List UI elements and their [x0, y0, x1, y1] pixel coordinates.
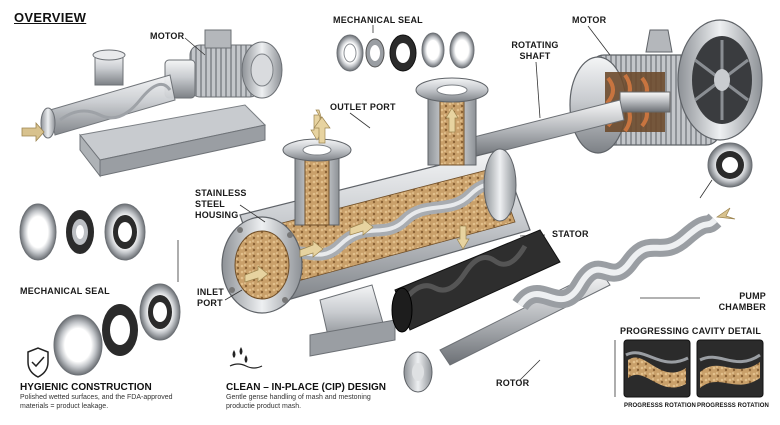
section-cip-title: CLEAN – IN-PLACE (CIP) DESIGN	[226, 382, 387, 393]
label-stainless-housing-line3: HOUSING	[195, 210, 239, 220]
stator	[391, 229, 561, 333]
pump-cutaway	[221, 77, 546, 357]
motor-right	[569, 19, 763, 154]
cavity-detail	[614, 339, 764, 398]
rotor	[403, 207, 736, 393]
section-hygienic-line2: materials = product leakage.	[20, 402, 109, 410]
section-cip-line1: Gentle gense handling of mash and meston…	[226, 394, 371, 401]
label-rotor: ROTOR	[496, 378, 530, 388]
label-rotating-shaft: ROTATING SHAFT	[504, 40, 566, 62]
seal-small-right	[699, 142, 753, 199]
caption-progress-rotation-1: PROGRESSS ROTATION	[624, 403, 696, 409]
caption-progress-rotation-2: PROGRESSS ROTATION	[697, 403, 769, 409]
overview-pump	[21, 29, 283, 178]
label-mechanical-seal-left: MECHANICAL SEAL	[20, 286, 110, 296]
label-progressing-cavity-detail: PROGRESSING CAVITY DETAIL	[620, 326, 762, 336]
section-hygienic-title: HYGIENIC CONSTRUCTION	[20, 382, 152, 393]
section-cip-line2: productie product mash.	[226, 402, 302, 410]
water-drops-icon	[229, 347, 263, 369]
label-inlet-port: INLET PORT	[197, 287, 224, 309]
label-stainless-housing: STAINLESS STEEL HOUSING	[195, 188, 247, 221]
section-hygienic-line1: Polished wetted surfaces, and the FDA-ap…	[20, 394, 173, 401]
label-stainless-housing-line1: STAINLESS	[195, 188, 247, 198]
seal-rings-top	[336, 25, 475, 72]
overview-title: OVERVIEW	[14, 10, 87, 25]
section-cip-text: Gentle gense handling of mash and meston…	[226, 394, 371, 411]
label-rotating-shaft-line2: SHAFT	[519, 51, 551, 61]
label-motor-right: MOTOR	[572, 15, 607, 25]
label-inlet-port-line2: PORT	[197, 298, 223, 308]
section-hygienic-text: Polished wetted surfaces, and the FDA-ap…	[20, 394, 173, 411]
seal-set-left	[19, 203, 181, 376]
label-motor-top: MOTOR	[150, 31, 185, 41]
label-stator: STATOR	[552, 229, 589, 239]
label-mechanical-seal-top: MECHANICAL SEAL	[333, 15, 423, 25]
label-pump-chamber-line2: CHAMBER	[718, 302, 766, 312]
label-pump-chamber-line1: PUMP	[739, 291, 766, 301]
label-inlet-port-line1: INLET	[197, 287, 224, 297]
label-pump-chamber: PUMP CHAMBER	[700, 291, 766, 313]
label-outlet-port: OUTLET PORT	[330, 102, 396, 112]
shield-check-icon	[27, 347, 49, 378]
label-stainless-housing-line2: STEEL	[195, 199, 226, 209]
label-rotating-shaft-line1: ROTATING	[511, 40, 559, 50]
